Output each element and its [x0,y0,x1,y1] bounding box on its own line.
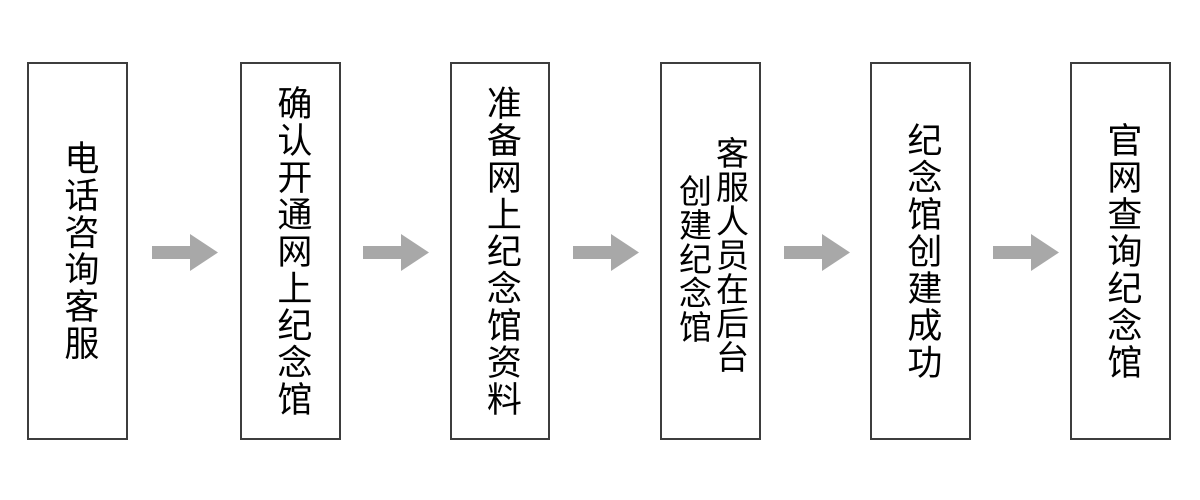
flow-step-2-label: 确认开通网上纪念馆 [271,84,312,418]
flow-step-4[interactable]: 客服人员在后台 创建纪念馆 [660,62,761,440]
flow-step-3[interactable]: 准备网上纪念馆资料 [450,62,550,440]
flow-step-2[interactable]: 确认开通网上纪念馆 [240,62,341,440]
flow-step-1[interactable]: 电话咨询客服 [27,62,128,440]
arrow-right-icon-1 [152,234,218,271]
arrow-right-icon-4 [784,234,850,271]
flow-step-6[interactable]: 官网查询纪念馆 [1070,62,1171,440]
flow-step-3-label: 准备网上纪念馆资料 [480,84,521,418]
arrow-right-icon-3 [573,234,639,271]
flow-step-6-label: 官网查询纪念馆 [1101,121,1142,381]
flow-step-1-label: 电话咨询客服 [58,140,99,362]
flow-step-5-label: 纪念馆创建成功 [901,121,942,381]
flow-step-5[interactable]: 纪念馆创建成功 [870,62,971,440]
arrow-right-icon-5 [993,234,1059,271]
arrow-right-icon-2 [363,234,429,271]
flow-step-4-label-secondary: 创建纪念馆 [673,174,713,344]
flow-step-4-label-primary: 客服人员在后台 [710,136,750,374]
